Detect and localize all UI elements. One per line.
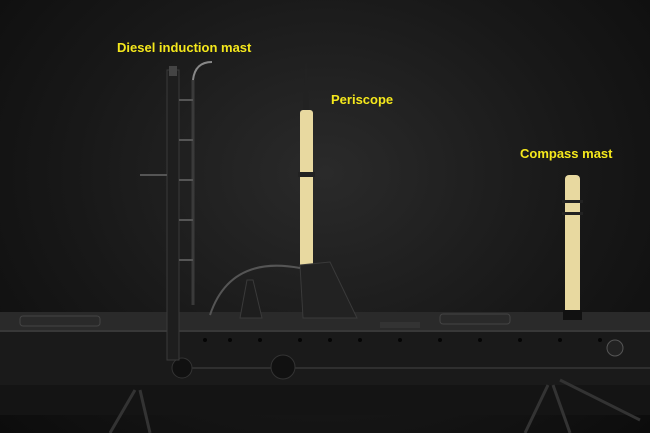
compass-mast-label: Compass mast [520,146,613,161]
display-stands [108,378,641,433]
hull-holes [203,338,602,342]
periscope-label: Periscope [331,92,394,107]
compass-mast [562,175,583,320]
hull-lower [0,385,650,415]
diesel-induction-mast [140,61,213,361]
diesel-induction-mast-label: Diesel induction mast [117,40,252,55]
deck [0,312,650,334]
periscope [209,55,358,319]
hull-side [0,330,650,390]
